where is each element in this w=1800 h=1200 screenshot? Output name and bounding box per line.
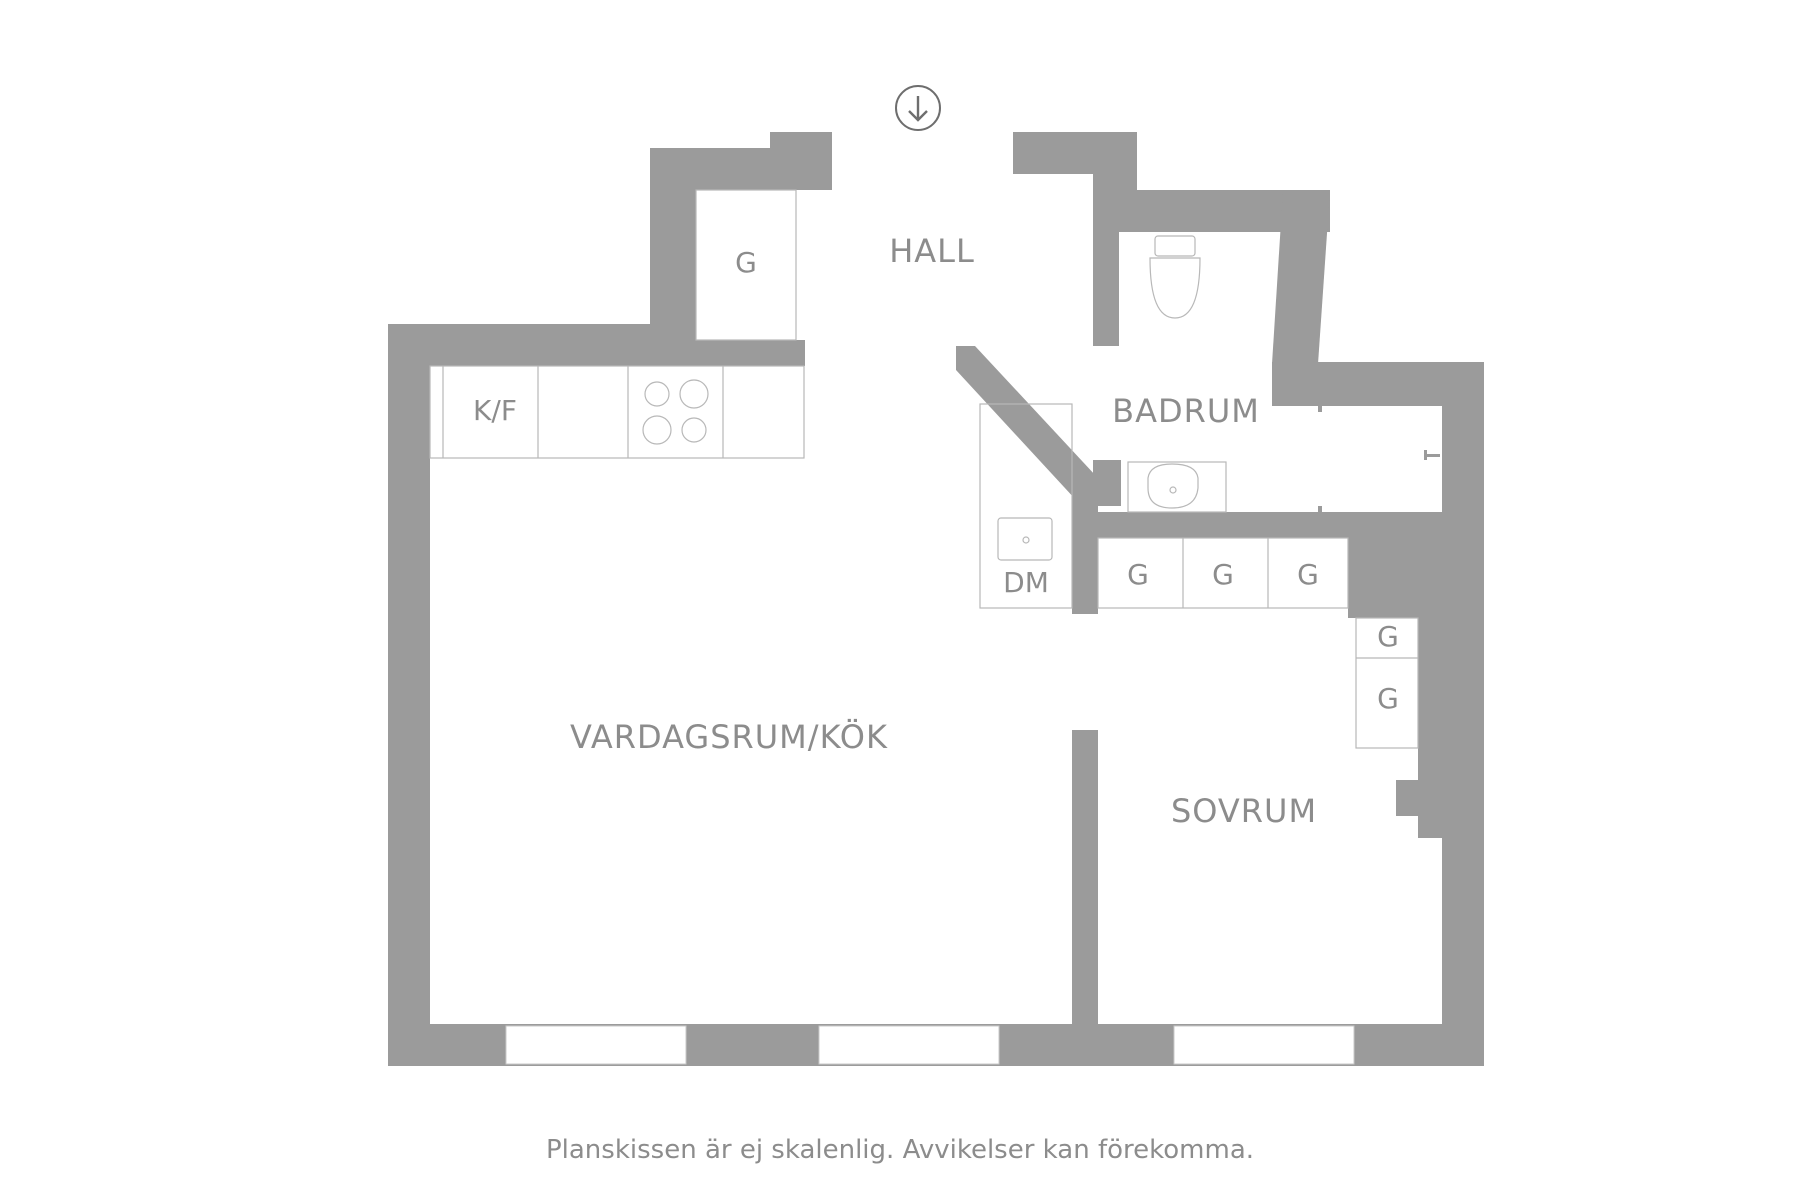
wardrobe-label: G — [1377, 620, 1399, 653]
kitchen-counter — [429, 365, 805, 459]
entrance-arrow-icon — [895, 85, 941, 131]
wardrobe-row — [1097, 537, 1349, 609]
room-label-sovrum: SOVRUM — [1171, 792, 1317, 830]
fridge-freezer-label: K/F — [473, 394, 517, 427]
window-2 — [818, 1025, 1000, 1065]
fixtures — [429, 85, 1440, 749]
stove-burners — [642, 379, 709, 445]
room-label-badrum: BADRUM — [1112, 392, 1260, 430]
labels: HALL BADRUM VARDAGSRUM/KÖK SOVRUM K/F DM… — [473, 232, 1399, 830]
room-label-vardagsrum: VARDAGSRUM/KÖK — [570, 718, 888, 756]
room-label-hall: HALL — [889, 232, 975, 270]
window-3 — [1173, 1025, 1355, 1065]
wardrobe-label: G — [1377, 682, 1399, 715]
wardrobe-label: G — [735, 246, 757, 279]
hall-wardrobe — [695, 189, 797, 341]
window-1 — [505, 1025, 687, 1065]
bedroom-wardrobe — [1355, 617, 1419, 749]
dishwasher-label: DM — [1003, 566, 1049, 599]
wardrobe-label: G — [1127, 558, 1149, 591]
windows — [505, 1025, 1355, 1065]
dishwasher-sink-icon — [997, 517, 1053, 561]
sink-icon — [1127, 461, 1227, 513]
dishwasher-area — [979, 403, 1073, 609]
wardrobe-label: G — [1297, 558, 1319, 591]
wardrobe-label: G — [1212, 558, 1234, 591]
walls — [388, 132, 1484, 1066]
disclaimer-text: Planskissen är ej skalenlig. Avvikelser … — [545, 1135, 1255, 1165]
toilet-icon — [1149, 235, 1201, 319]
